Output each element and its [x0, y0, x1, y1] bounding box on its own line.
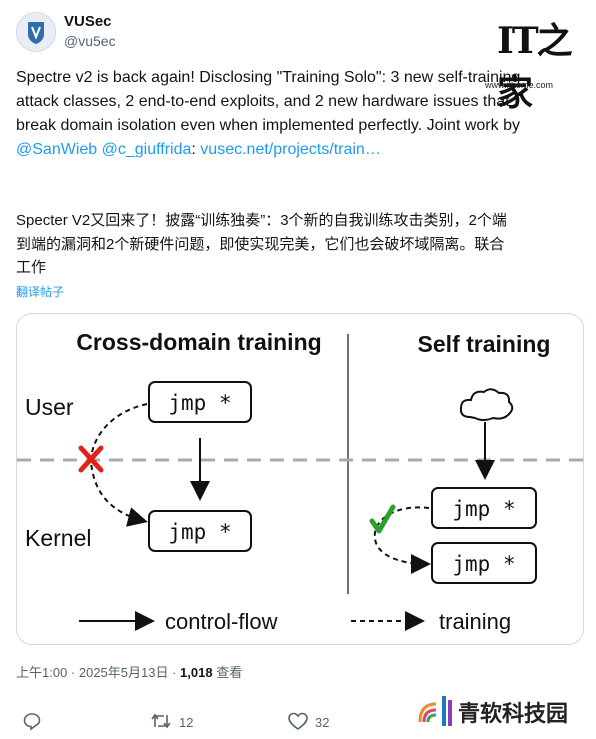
legend-control-flow: control-flow [165, 609, 278, 634]
self-jmp-box-bottom [431, 542, 537, 584]
watermark-url: www.ithome.com [485, 80, 554, 90]
training-diagram: Cross-domain training Self training User… [17, 329, 583, 634]
translated-line: 到端的漏洞和2个新硬件问题，即使实现完美，它们也会破坏域隔离。联合 [16, 235, 505, 253]
tweet-line: break domain isolation even when impleme… [16, 117, 520, 134]
tweet-text: Spectre v2 is back again! Disclosing "Tr… [16, 66, 576, 162]
mention-giuffrida[interactable]: @c_giuffrida [101, 141, 192, 158]
author-handle[interactable]: @vu5ec [64, 33, 116, 49]
like-icon[interactable] [287, 711, 309, 731]
tweet-line: attack classes, 2 end-to-end exploits, a… [16, 93, 510, 110]
self-jmp-text-bottom: jmp * [452, 552, 515, 576]
retweet-count: 12 [179, 715, 194, 730]
kernel-jmp-text: jmp * [168, 520, 231, 544]
cloud-icon [459, 388, 514, 421]
legend-training: training [439, 609, 511, 634]
retweet-icon[interactable] [150, 711, 172, 731]
post-meta: 上午1:00 · 2025年5月13日 · 1,018 查看 [16, 662, 242, 681]
tweet-line: Spectre v2 is back again! Disclosing "Tr… [16, 69, 521, 86]
right-title: Self training [418, 331, 551, 357]
translated-line: 工作 [16, 259, 47, 276]
user-label: User [25, 394, 74, 420]
tweet-colon: : [191, 141, 201, 158]
views-label: 查看 [212, 665, 243, 680]
kernel-label: Kernel [25, 525, 91, 551]
translated-text: Specter V2又回来了！披露“训练独奏”：3个新的自我训练攻击类别，2个端… [16, 209, 576, 280]
translated-line: Specter V2又回来了！披露“训练独奏”：3个新的自我训练攻击类别，2个端 [16, 212, 507, 229]
reply-icon[interactable] [22, 711, 42, 731]
watermark-text: 青软科技园 [458, 701, 568, 726]
training-arrow [90, 403, 148, 527]
avatar[interactable] [16, 12, 56, 52]
media-card[interactable]: Cross-domain training Self training User… [16, 313, 584, 645]
self-jmp-box-top [431, 487, 537, 529]
vusec-shield-icon [28, 22, 44, 44]
user-jmp-box [148, 381, 252, 423]
left-title: Cross-domain training [76, 329, 321, 355]
check-icon [369, 504, 396, 534]
tweet-line: @SanWieb @c_giuffrida: vusec.net/project… [16, 138, 576, 162]
view-count: 1,018 [180, 665, 213, 680]
translate-post-link[interactable]: 翻译帖子 [16, 285, 65, 299]
user-jmp-text: jmp * [168, 391, 231, 415]
tweet-link[interactable]: vusec.net/projects/train… [200, 141, 381, 158]
author-name[interactable]: VUSec [64, 13, 112, 30]
self-training-arrow [373, 506, 431, 574]
watermark-wifi-icon: 青软科技园 [418, 696, 568, 726]
cross-icon [78, 445, 104, 473]
post-time[interactable]: 上午1:00 · 2025年5月13日 · [16, 665, 181, 680]
mention-sanwieb[interactable]: @SanWieb [16, 141, 98, 158]
watermark-logo: IT之家 [497, 20, 573, 114]
self-jmp-text-top: jmp * [452, 497, 515, 521]
like-count: 32 [315, 715, 330, 730]
kernel-jmp-box [148, 510, 252, 552]
bottom-watermark: 青软科技园 [418, 688, 588, 734]
